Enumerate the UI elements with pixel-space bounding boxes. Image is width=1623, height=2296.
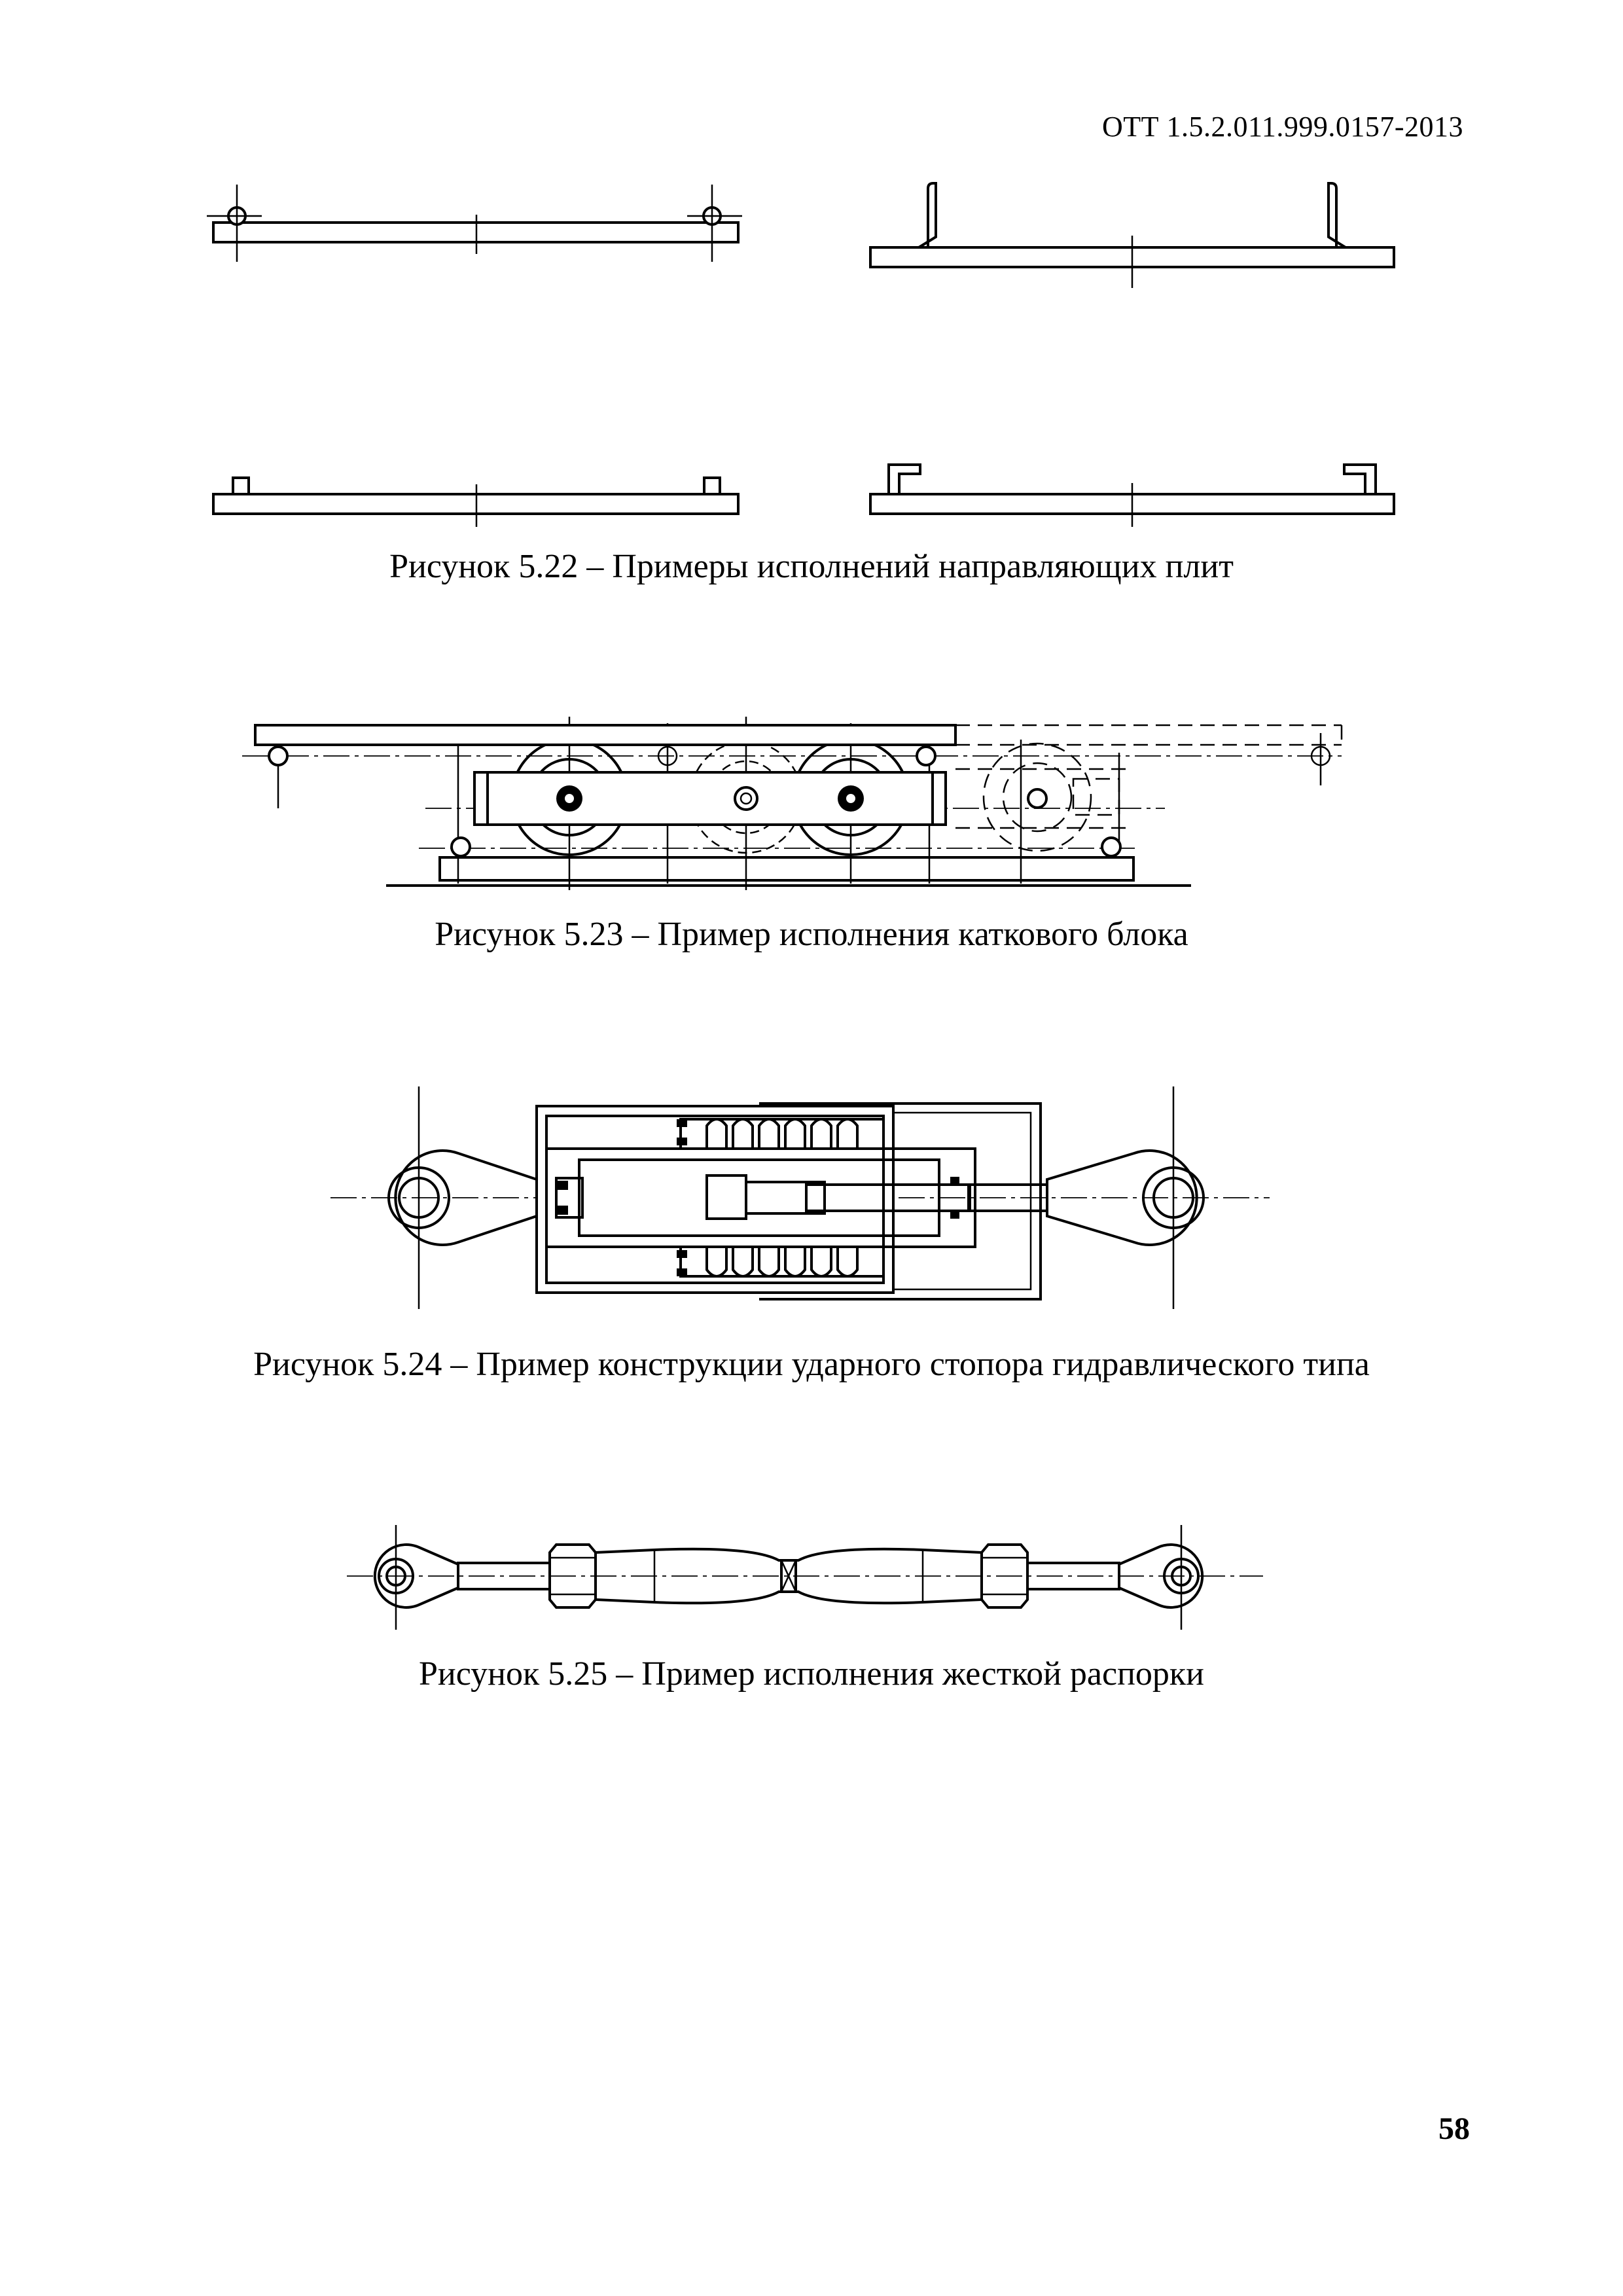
figure-5-22-drawing: [0, 170, 1623, 537]
figure-5-24-caption: Рисунок 5.24 – Пример конструкции ударно…: [253, 1346, 1370, 1383]
displaced-position-phantom: [955, 725, 1342, 851]
piston-assembly: [556, 1160, 970, 1236]
figure-5-24-drawing: [0, 1073, 1623, 1316]
guide-plate-with-angles: [870, 183, 1394, 288]
page-number: 58: [1438, 2111, 1470, 2146]
guide-plate-with-hooks: [870, 465, 1394, 527]
figure-5-25-caption: Рисунок 5.25 – Пример исполнения жесткой…: [418, 1655, 1205, 1693]
figure-5-23-caption: Рисунок 5.23 – Пример исполнения катково…: [435, 916, 1188, 953]
right-eye-end: [969, 1151, 1204, 1245]
guide-plate-with-lugs: [213, 478, 738, 527]
guide-plate-with-pins: [207, 185, 742, 262]
strut-body: [596, 1549, 982, 1604]
left-strut-eye: [375, 1545, 550, 1607]
roller-block-base: [386, 857, 1191, 886]
roller-block-top-plate: [255, 725, 955, 765]
figure-5-22-caption: Рисунок 5.22 – Примеры исполнений направ…: [389, 548, 1234, 585]
figure-5-23-drawing: [0, 707, 1623, 903]
right-strut-eye: [1027, 1545, 1202, 1607]
springs: [677, 1119, 883, 1276]
left-eye-end: [389, 1151, 537, 1245]
figure-5-25-drawing: [0, 1512, 1623, 1643]
cylinder-housing: [537, 1106, 975, 1293]
roller-cage: [474, 772, 1046, 825]
outer-sleeve: [759, 1103, 1041, 1299]
document-code-header: ОТТ 1.5.2.011.999.0157-2013: [1101, 111, 1463, 143]
